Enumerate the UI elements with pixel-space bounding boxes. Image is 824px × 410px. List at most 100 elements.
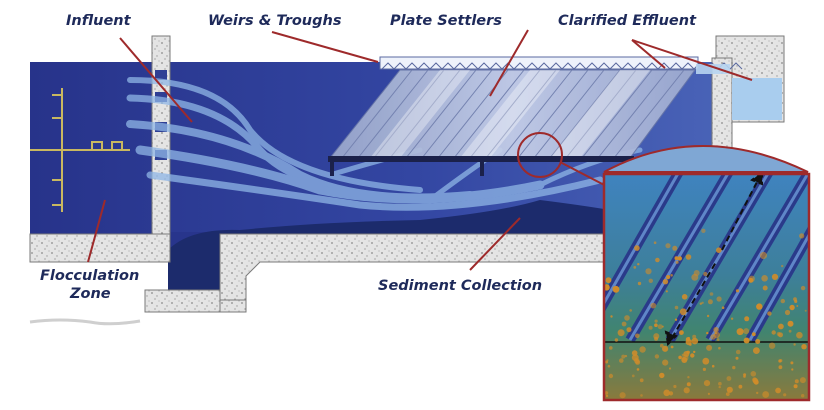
sediment-particle bbox=[605, 277, 612, 284]
sediment-particle bbox=[703, 271, 708, 277]
sediment-particle bbox=[787, 320, 794, 327]
sediment-particle bbox=[738, 384, 743, 389]
sediment-particle bbox=[607, 364, 611, 368]
sediment-particle bbox=[662, 345, 669, 352]
sediment-particle bbox=[665, 290, 668, 293]
sediment-particle bbox=[677, 256, 682, 261]
sediment-particle bbox=[732, 365, 736, 370]
sediment-particle bbox=[748, 277, 754, 283]
sediment-particle bbox=[657, 324, 663, 330]
sediment-particle bbox=[800, 285, 806, 291]
sediment-particle bbox=[633, 266, 637, 269]
sediment-particle bbox=[668, 367, 672, 370]
sediment-particle bbox=[701, 228, 706, 233]
sediment-particle bbox=[707, 299, 713, 305]
sediment-particle bbox=[654, 323, 658, 328]
sediment-particle bbox=[654, 354, 660, 359]
sediment-particle bbox=[706, 331, 709, 335]
sediment-particle bbox=[713, 327, 719, 333]
sediment-particle bbox=[609, 346, 613, 350]
sediment-particle bbox=[756, 303, 763, 310]
sediment-particle bbox=[796, 331, 803, 339]
sediment-particle bbox=[702, 367, 707, 371]
sediment-particle bbox=[726, 376, 732, 381]
sediment-particle bbox=[775, 387, 781, 394]
sediment-particle bbox=[762, 391, 770, 398]
sediment-particle bbox=[703, 380, 711, 387]
sediment-particle bbox=[673, 384, 677, 389]
sediment-particle bbox=[718, 385, 721, 389]
sediment-particle bbox=[681, 294, 688, 300]
sediment-particle bbox=[716, 338, 720, 341]
sediment-particle bbox=[756, 391, 759, 395]
sediment-particle bbox=[621, 321, 627, 327]
label-influent: Influent bbox=[66, 13, 132, 29]
sediment-particle bbox=[762, 285, 768, 291]
sediment-particle bbox=[788, 329, 792, 333]
sediment-particle bbox=[790, 361, 794, 365]
sediment-particle bbox=[635, 333, 640, 339]
magnified-inset bbox=[602, 145, 811, 402]
sediment-particle bbox=[670, 274, 673, 277]
callout-lines bbox=[87, 29, 753, 271]
sediment-particle bbox=[670, 345, 674, 349]
sediment-particle bbox=[716, 296, 722, 302]
sediment-particle bbox=[654, 319, 658, 323]
sediment-particle bbox=[743, 375, 746, 378]
sediment-particle bbox=[674, 256, 679, 261]
sediment-particle bbox=[779, 359, 783, 363]
sediment-particle bbox=[691, 337, 699, 345]
sediment-particle bbox=[666, 275, 671, 280]
sediment-particle bbox=[629, 309, 632, 312]
sediment-particle bbox=[648, 325, 653, 330]
sediment-particle bbox=[791, 368, 794, 371]
sediment-particle bbox=[718, 381, 722, 386]
sediment-particle bbox=[771, 330, 776, 335]
plate-settler-assembly bbox=[328, 56, 743, 176]
sediment-particle bbox=[702, 357, 710, 365]
sediment-particle bbox=[678, 355, 682, 360]
sediment-particle bbox=[793, 384, 798, 389]
torn-edge bbox=[29, 318, 141, 326]
sediment-particle bbox=[735, 349, 741, 355]
sediment-particle bbox=[710, 334, 716, 340]
sediment-particle bbox=[675, 260, 679, 264]
label-plate-settlers: Plate Settlers bbox=[390, 13, 502, 29]
sediment-particle bbox=[725, 392, 730, 396]
sediment-particle bbox=[750, 371, 757, 377]
sediment-particle bbox=[672, 245, 678, 251]
sediment-particle bbox=[608, 373, 614, 379]
sediment-particle bbox=[640, 394, 643, 397]
sediment-particle bbox=[706, 314, 710, 318]
sediment-layer bbox=[168, 200, 610, 292]
sediment-particle bbox=[614, 338, 619, 342]
sediment-particle bbox=[709, 292, 714, 296]
sediment-particle bbox=[793, 343, 796, 346]
sediment-particle bbox=[692, 334, 697, 339]
sediment-particle bbox=[736, 328, 744, 336]
sediment-particle bbox=[751, 332, 756, 337]
sediment-particle bbox=[683, 387, 690, 394]
sediment-particle bbox=[768, 342, 776, 349]
sediment-particle bbox=[780, 298, 785, 304]
sediment-particle bbox=[605, 360, 609, 364]
sediment-particle bbox=[799, 233, 805, 239]
sediment-particle bbox=[685, 337, 691, 342]
sediment-particle bbox=[610, 315, 613, 318]
sediment-particle bbox=[659, 343, 664, 348]
sediment-particle bbox=[752, 378, 759, 384]
sediment-particle bbox=[674, 305, 679, 310]
sediment-particle bbox=[794, 379, 799, 384]
sediment-particle bbox=[707, 392, 711, 395]
sediment-particle bbox=[801, 344, 807, 350]
sediment-particle bbox=[687, 376, 690, 379]
sediment-particle bbox=[634, 245, 640, 251]
sediment-particle bbox=[759, 251, 768, 260]
sediment-particles bbox=[604, 228, 807, 399]
sediment-particle bbox=[801, 394, 805, 398]
sediment-particle bbox=[653, 241, 657, 244]
sediment-particle bbox=[617, 329, 625, 337]
sediment-particle bbox=[659, 372, 665, 379]
label-weirs-troughs: Weirs & Troughs bbox=[208, 13, 342, 29]
sediment-particle bbox=[624, 315, 630, 321]
